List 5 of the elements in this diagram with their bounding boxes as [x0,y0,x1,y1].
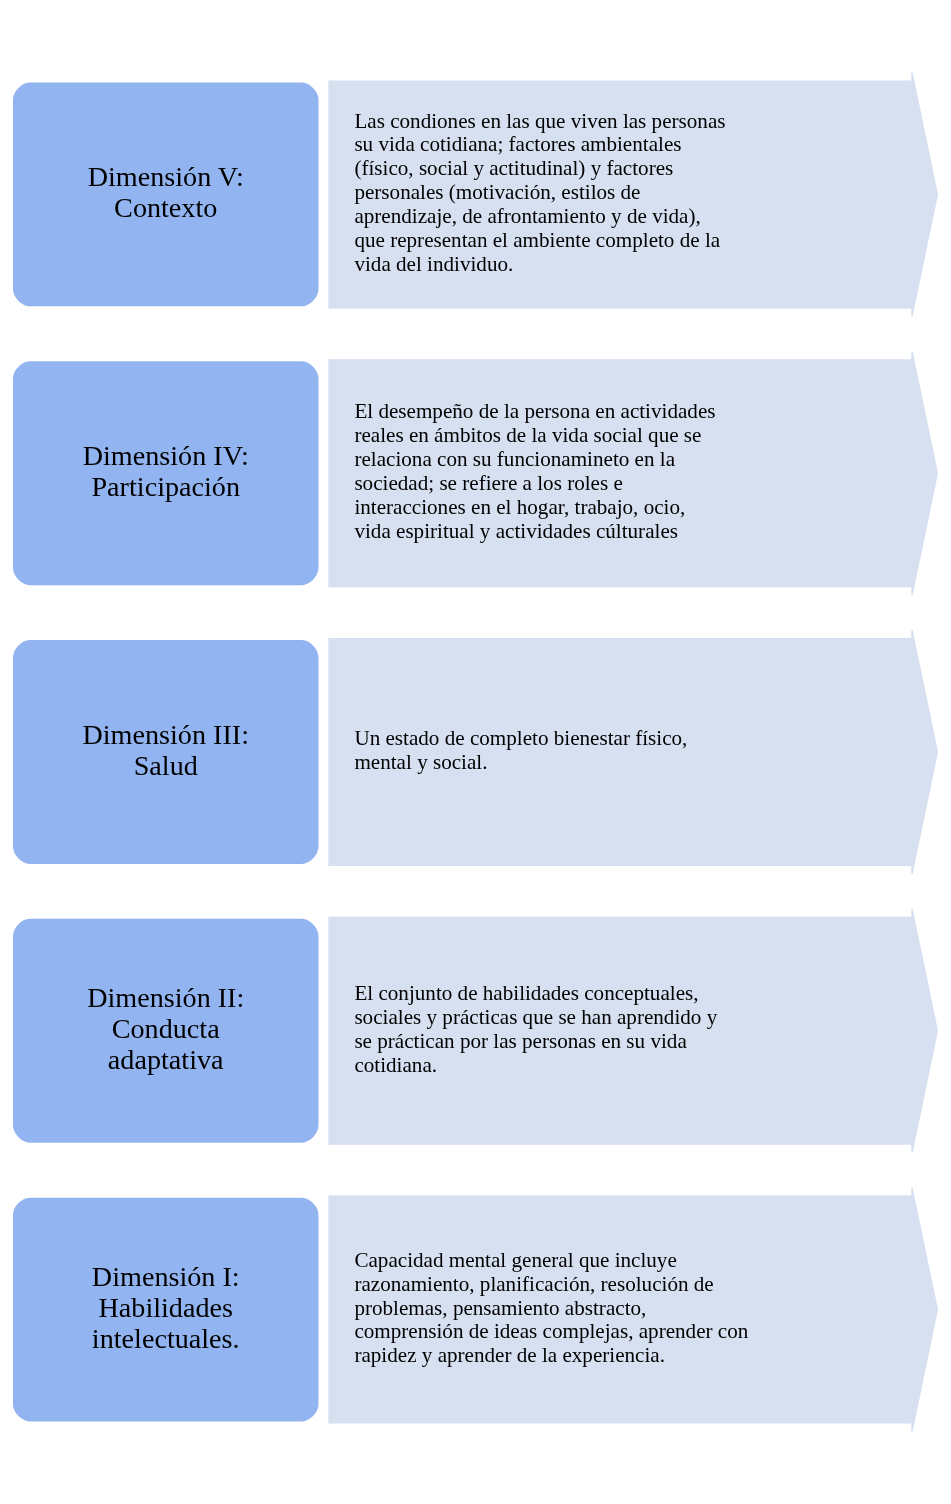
node-box: Dimensión V: Contexto [12,82,319,307]
node-box: Dimensión II: Conducta adaptativa [12,918,319,1143]
node-box: Dimensión IV: Participación [12,361,319,586]
node-box: Dimensión I: Habilidades intelectuales. [12,1197,319,1422]
node-box: Dimensión III: Salud [12,640,319,864]
